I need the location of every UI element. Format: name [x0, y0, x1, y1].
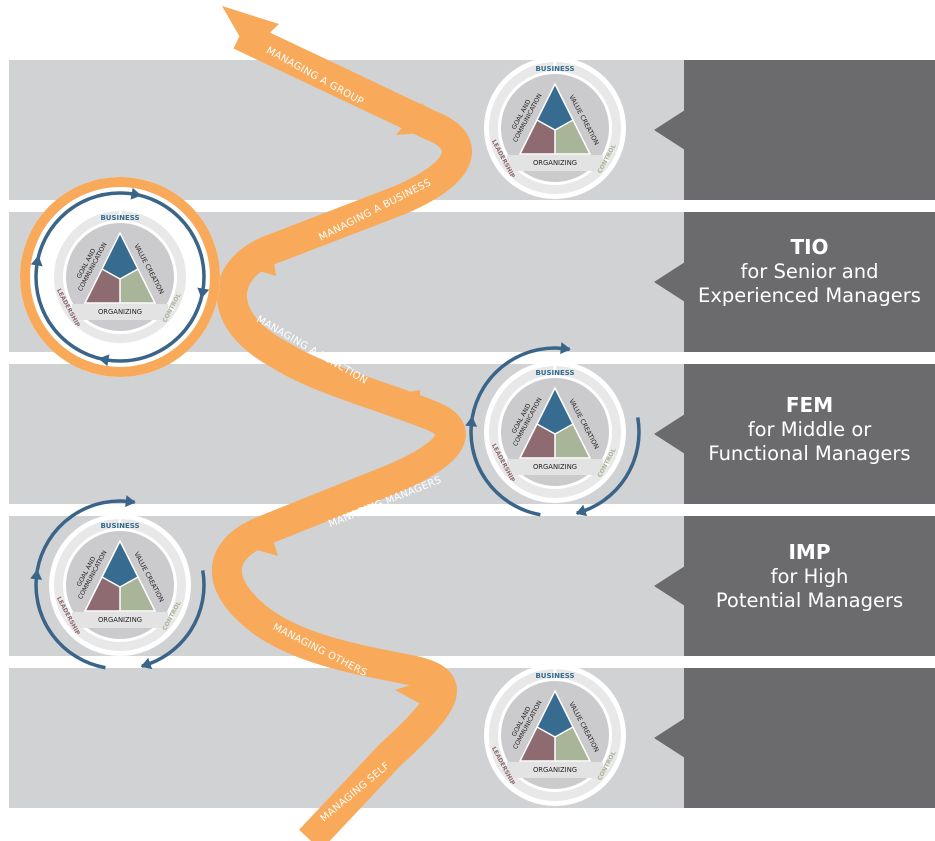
cycle-arc	[470, 346, 570, 418]
cycle-arrowhead	[575, 504, 588, 517]
path-label-self: MANAGING SELF	[319, 760, 392, 824]
cycle-arrowhead	[125, 495, 136, 508]
cycle-arrowhead	[465, 416, 478, 427]
cycle-arc	[34, 570, 106, 670]
cycle-arrowhead	[140, 657, 153, 670]
cycle-arc	[141, 570, 206, 668]
program-label-tio: TIO for Senior and Experienced Managers	[684, 235, 935, 308]
panel-pointer	[654, 110, 685, 150]
career-path	[211, 6, 472, 841]
program-desc-line1: for Senior and	[740, 260, 879, 283]
cycle-arrowhead	[30, 569, 43, 580]
program-code: TIO	[790, 235, 829, 259]
program-panel-fem	[684, 364, 935, 504]
panel-pointer	[654, 566, 685, 606]
program-desc-line2: Functional Managers	[708, 442, 911, 465]
path-arrow-chevron	[240, 250, 276, 276]
path-arrow-chevron	[240, 530, 278, 556]
wheel-label-organizing: ORGANIZING	[533, 159, 577, 167]
wheel-label-business: BUSINESS	[535, 65, 574, 73]
program-label-fem: FEM for Middle or Functional Managers	[684, 393, 935, 466]
highlight-ring	[20, 177, 220, 377]
path-arrow-chevron	[390, 390, 420, 420]
program-panel-imp	[684, 516, 935, 656]
program-desc-line1: for Middle or	[747, 418, 872, 441]
up-arrow-head	[222, 6, 279, 53]
program-desc-line1: for High	[770, 565, 849, 588]
wheel-label-organizing: ORGANIZING	[533, 766, 577, 774]
wheel-label-organizing: ORGANIZING	[98, 616, 142, 624]
program-panel-empty-bottom	[684, 668, 935, 808]
cycle-arrowhead	[98, 354, 110, 367]
program-desc-line2: Experienced Managers	[698, 284, 921, 307]
cycle-arrowhead	[560, 342, 571, 355]
wheel-label-organizing: ORGANIZING	[533, 463, 577, 471]
wheel-graphic	[47, 204, 193, 350]
wheel-graphic	[482, 359, 628, 505]
path-arrow-chevron	[395, 680, 428, 708]
wheel-label-business: BUSINESS	[100, 522, 139, 530]
program-label-imp: IMP for High Potential Managers	[684, 540, 935, 613]
path-arrow-chevron	[396, 103, 446, 135]
cycle-arrowhead	[130, 187, 142, 200]
program-panel-empty-top	[684, 60, 935, 200]
program-code: IMP	[788, 540, 831, 564]
career-path-line	[211, 21, 472, 841]
panel-pointer	[654, 718, 685, 758]
wheel-graphic	[482, 662, 628, 808]
cycle-arc	[576, 417, 641, 515]
wheel-label-business: BUSINESS	[535, 369, 574, 377]
program-panel-tio	[684, 212, 935, 352]
wheel-graphic	[482, 55, 628, 201]
wheel-label-business: BUSINESS	[535, 672, 574, 680]
cycle-arc	[35, 499, 135, 571]
cycle-arc	[34, 191, 206, 363]
cycle-arc	[469, 417, 541, 517]
program-desc-line2: Potential Managers	[715, 589, 904, 612]
cycle-arrowhead	[30, 255, 43, 267]
program-code: FEM	[785, 393, 834, 417]
panel-pointer	[654, 262, 685, 302]
wheel-label-business: BUSINESS	[100, 214, 139, 222]
cycle-arrowhead	[197, 287, 210, 299]
panel-pointer	[654, 414, 685, 454]
wheel-graphic	[47, 512, 193, 658]
wheel-label-organizing: ORGANIZING	[98, 308, 142, 316]
